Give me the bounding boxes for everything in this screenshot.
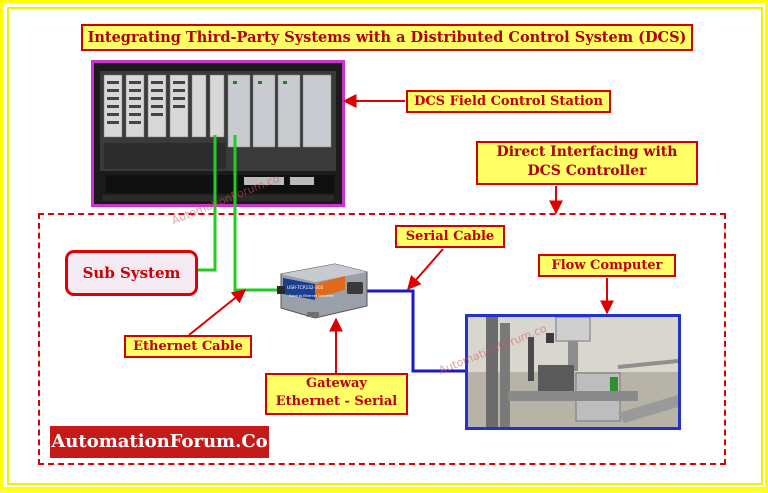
arrow-to-ethernet-line bbox=[188, 289, 247, 336]
ethernet-line-gateway bbox=[233, 135, 278, 292]
gateway-label-line2: Ethernet - Serial bbox=[275, 394, 398, 409]
dcs-field-control-station-image bbox=[91, 60, 345, 207]
flow-computer-image bbox=[465, 314, 681, 430]
gateway-label-line1: Gateway bbox=[306, 376, 367, 391]
interfacing-boundary bbox=[38, 213, 726, 465]
connection-lines bbox=[188, 94, 614, 373]
diagram-title: Integrating Third-Party Systems with a D… bbox=[81, 24, 693, 51]
gateway-label: Gateway Ethernet - Serial bbox=[265, 373, 408, 415]
dcs-field-control-station-label: DCS Field Control Station bbox=[406, 90, 611, 113]
gateway-model-text: USR-TCP232-302 bbox=[287, 285, 324, 291]
arrow-to-serial-line bbox=[407, 248, 444, 291]
flow-computer-label: Flow Computer bbox=[538, 254, 676, 277]
gateway-caption-text: Serial to Ethernet Converter bbox=[289, 294, 335, 298]
serial-cable-label: Serial Cable bbox=[395, 225, 505, 248]
ethernet-line-subsystem bbox=[198, 135, 217, 272]
direct-interfacing-label: Direct Interfacing with DCS Controller bbox=[476, 141, 698, 185]
direct-interfacing-line2: DCS Controller bbox=[527, 163, 647, 179]
brand-banner: AutomationForum.Co bbox=[50, 426, 269, 458]
gateway-device: USR-TCP232-302 Serial to Ethernet Conver… bbox=[275, 260, 371, 322]
direct-interfacing-line1: Direct Interfacing with bbox=[496, 144, 678, 160]
sub-system-box: Sub System bbox=[65, 250, 198, 296]
ethernet-cable-label: Ethernet Cable bbox=[124, 335, 252, 358]
serial-line bbox=[365, 289, 467, 373]
